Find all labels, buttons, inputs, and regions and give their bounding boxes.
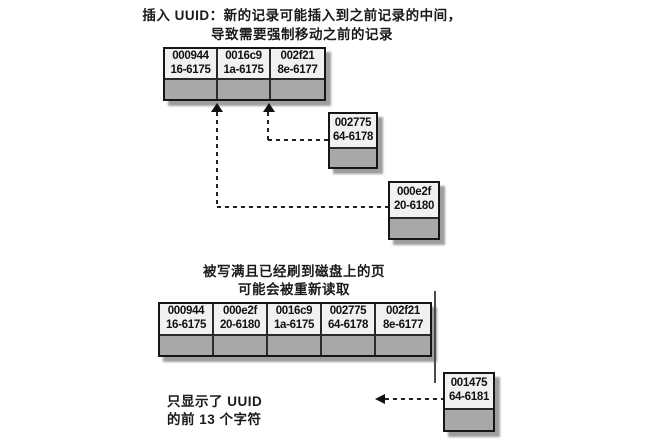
figure-title-line2: 导致需要强制移动之前的记录 bbox=[211, 27, 393, 42]
page-bottom-records: 000944 16-6175 000e2f 20-6180 0016c9 1a-… bbox=[160, 304, 430, 334]
record-uuid: 002775 bbox=[329, 305, 367, 317]
dashed-connector-1-vertical bbox=[267, 112, 269, 140]
record-suffix: 8e-6177 bbox=[382, 318, 424, 331]
dashed-connector-2-horizontal bbox=[217, 206, 389, 208]
uuid-truncation-note-line2: 的前 13 个字符 bbox=[167, 411, 262, 427]
empty-slot bbox=[214, 336, 268, 355]
record-suffix: 1a-6175 bbox=[223, 63, 264, 76]
record-uuid: 002f21 bbox=[280, 50, 315, 62]
insert-arrow-icon bbox=[263, 103, 275, 112]
record-uuid: 002f21 bbox=[385, 305, 420, 317]
empty-slot bbox=[445, 408, 493, 430]
record-suffix: 64-6181 bbox=[448, 391, 490, 403]
inserted-page-002775: 002775 64-6178 bbox=[328, 112, 378, 169]
empty-slot bbox=[376, 336, 430, 355]
record-cell: 001475 64-6181 bbox=[445, 374, 493, 408]
record-suffix: 8e-6177 bbox=[277, 63, 318, 76]
record-uuid: 001475 bbox=[450, 377, 488, 389]
page-record-cell: 000944 16-6175 bbox=[160, 304, 214, 334]
record-uuid: 002775 bbox=[334, 117, 372, 129]
record-cell: 002775 64-6178 bbox=[330, 114, 376, 147]
inserted-page-000e2f: 000e2f 20-6180 bbox=[388, 181, 440, 240]
dashed-connector-1-horizontal bbox=[268, 139, 329, 141]
record-cell: 000e2f 20-6180 bbox=[390, 183, 438, 217]
flushed-page-caption-line1: 被写满且已经刷到磁盘上的页 bbox=[203, 264, 385, 279]
page-record-cell: 002f21 8e-6177 bbox=[376, 304, 430, 334]
record-uuid: 000e2f bbox=[222, 305, 257, 317]
record-uuid: 0016c9 bbox=[225, 50, 262, 62]
page-record-cell: 000e2f 20-6180 bbox=[214, 304, 268, 334]
empty-slot bbox=[165, 80, 218, 99]
page-record-cell: 002775 64-6178 bbox=[322, 304, 376, 334]
page-record-cell: 002f21 8e-6177 bbox=[271, 49, 324, 78]
empty-slot bbox=[218, 80, 271, 99]
figure-title-line1: 插入 UUID：新的记录可能插入到之前记录的中间， bbox=[142, 8, 462, 23]
page-top-empty-slots bbox=[165, 78, 324, 99]
record-suffix: 1a-6175 bbox=[273, 318, 315, 331]
record-suffix: 16-6175 bbox=[165, 318, 207, 331]
record-suffix: 16-6175 bbox=[170, 63, 211, 76]
empty-slot bbox=[322, 336, 376, 355]
empty-slot bbox=[268, 336, 322, 355]
page-record-cell: 0016c9 1a-6175 bbox=[218, 49, 271, 78]
figure-title: 插入 UUID：新的记录可能插入到之前记录的中间， 导致需要强制移动之前的记录 bbox=[122, 6, 482, 44]
uuid-truncation-note-line1: 只显示了 UUID bbox=[167, 394, 263, 409]
page-record-cell: 000944 16-6175 bbox=[165, 49, 218, 78]
empty-slot bbox=[330, 147, 376, 167]
record-suffix: 20-6180 bbox=[393, 200, 435, 212]
separator-line bbox=[434, 291, 436, 383]
page-record-cell: 0016c9 1a-6175 bbox=[268, 304, 322, 334]
new-page-001475: 001475 64-6181 bbox=[443, 372, 495, 432]
arrow-left-icon bbox=[375, 394, 385, 404]
page-bottom: 000944 16-6175 000e2f 20-6180 0016c9 1a-… bbox=[158, 302, 432, 357]
flushed-page-caption-line2: 可能会被重新读取 bbox=[238, 282, 350, 297]
insert-arrow-icon bbox=[211, 103, 223, 112]
page-top-records: 000944 16-6175 0016c9 1a-6175 002f21 8e-… bbox=[165, 49, 324, 78]
flushed-page-caption: 被写满且已经刷到磁盘上的页 可能会被重新读取 bbox=[158, 263, 430, 299]
record-suffix: 64-6178 bbox=[332, 131, 374, 143]
record-uuid: 000e2f bbox=[396, 186, 431, 198]
record-uuid: 000944 bbox=[172, 50, 209, 62]
record-suffix: 20-6180 bbox=[219, 318, 261, 331]
record-uuid: 0016c9 bbox=[275, 305, 313, 317]
page-top: 000944 16-6175 0016c9 1a-6175 002f21 8e-… bbox=[163, 47, 326, 101]
dashed-connector-3-horizontal bbox=[385, 398, 443, 400]
empty-slot bbox=[390, 217, 438, 238]
dashed-connector-2-vertical bbox=[216, 112, 218, 208]
empty-slot bbox=[160, 336, 214, 355]
empty-slot bbox=[271, 80, 324, 99]
page-bottom-empty-slots bbox=[160, 334, 430, 355]
record-uuid: 000944 bbox=[167, 305, 205, 317]
uuid-truncation-note: 只显示了 UUID 的前 13 个字符 bbox=[167, 393, 262, 428]
record-suffix: 64-6178 bbox=[327, 318, 369, 331]
